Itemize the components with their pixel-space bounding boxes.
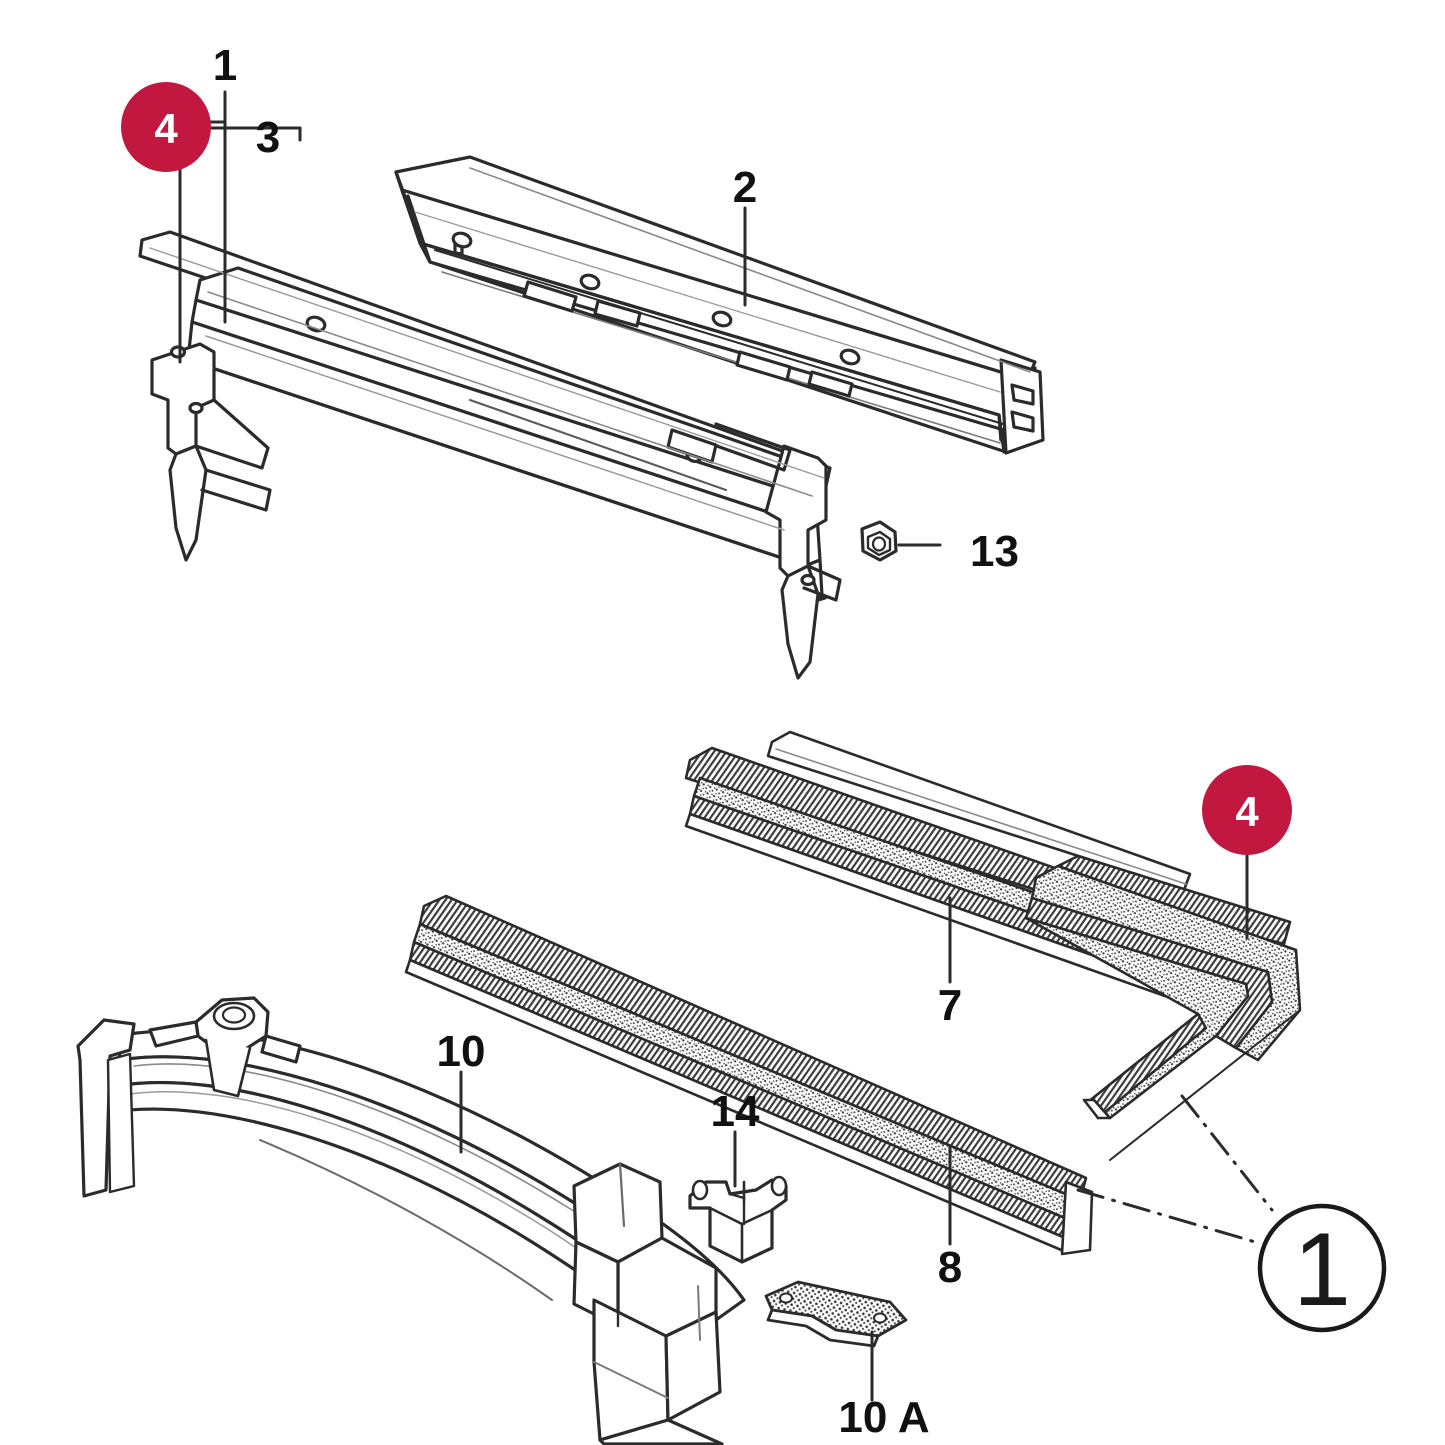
badge-circle[interactable] xyxy=(121,82,211,172)
callout-3: 3 xyxy=(256,113,280,162)
part-4-corner-weatherstrip-seal xyxy=(1024,854,1302,1161)
part-10-curved-frame-rail xyxy=(76,996,746,1445)
highlight-badge-4-top[interactable]: 4 xyxy=(121,82,211,172)
callout-7: 7 xyxy=(938,981,962,1030)
part-14-retaining-clip xyxy=(688,1175,788,1264)
leader-ref1-lower xyxy=(1076,1188,1264,1246)
callout-8: 8 xyxy=(938,1243,962,1292)
leader-ref1-upper xyxy=(1180,1094,1274,1212)
highlight-badge-4-bottom[interactable]: 4 xyxy=(1202,765,1292,855)
part-2-upper-channel-beam xyxy=(394,155,1045,455)
leader-lines-circled-ref xyxy=(1076,1094,1274,1246)
badge-label: 4 xyxy=(154,105,178,152)
callout-10a: 10 A xyxy=(838,1393,929,1442)
part-8-lower-weatherstrip-seal xyxy=(404,894,1094,1256)
part-10a-reinforcement-plate xyxy=(764,1280,908,1348)
callout-13: 13 xyxy=(970,527,1019,576)
part-13-hex-nut xyxy=(860,520,898,562)
badge-circle[interactable] xyxy=(1202,765,1292,855)
circled-ref-label: 1 xyxy=(1293,1212,1351,1328)
badge-label: 4 xyxy=(1235,788,1259,835)
circled-ref-outline[interactable] xyxy=(1257,1203,1387,1333)
part-1-cowl-cross-rail-assembly xyxy=(138,230,842,680)
callout-14: 14 xyxy=(711,1087,760,1136)
callout-labels: 1 3 2 13 7 10 14 8 10 A xyxy=(213,41,1019,1442)
callout-10: 10 xyxy=(437,1027,486,1076)
callout-1: 1 xyxy=(213,41,237,90)
circled-reference-1[interactable]: 1 xyxy=(1257,1203,1387,1333)
callout-2: 2 xyxy=(733,163,757,212)
